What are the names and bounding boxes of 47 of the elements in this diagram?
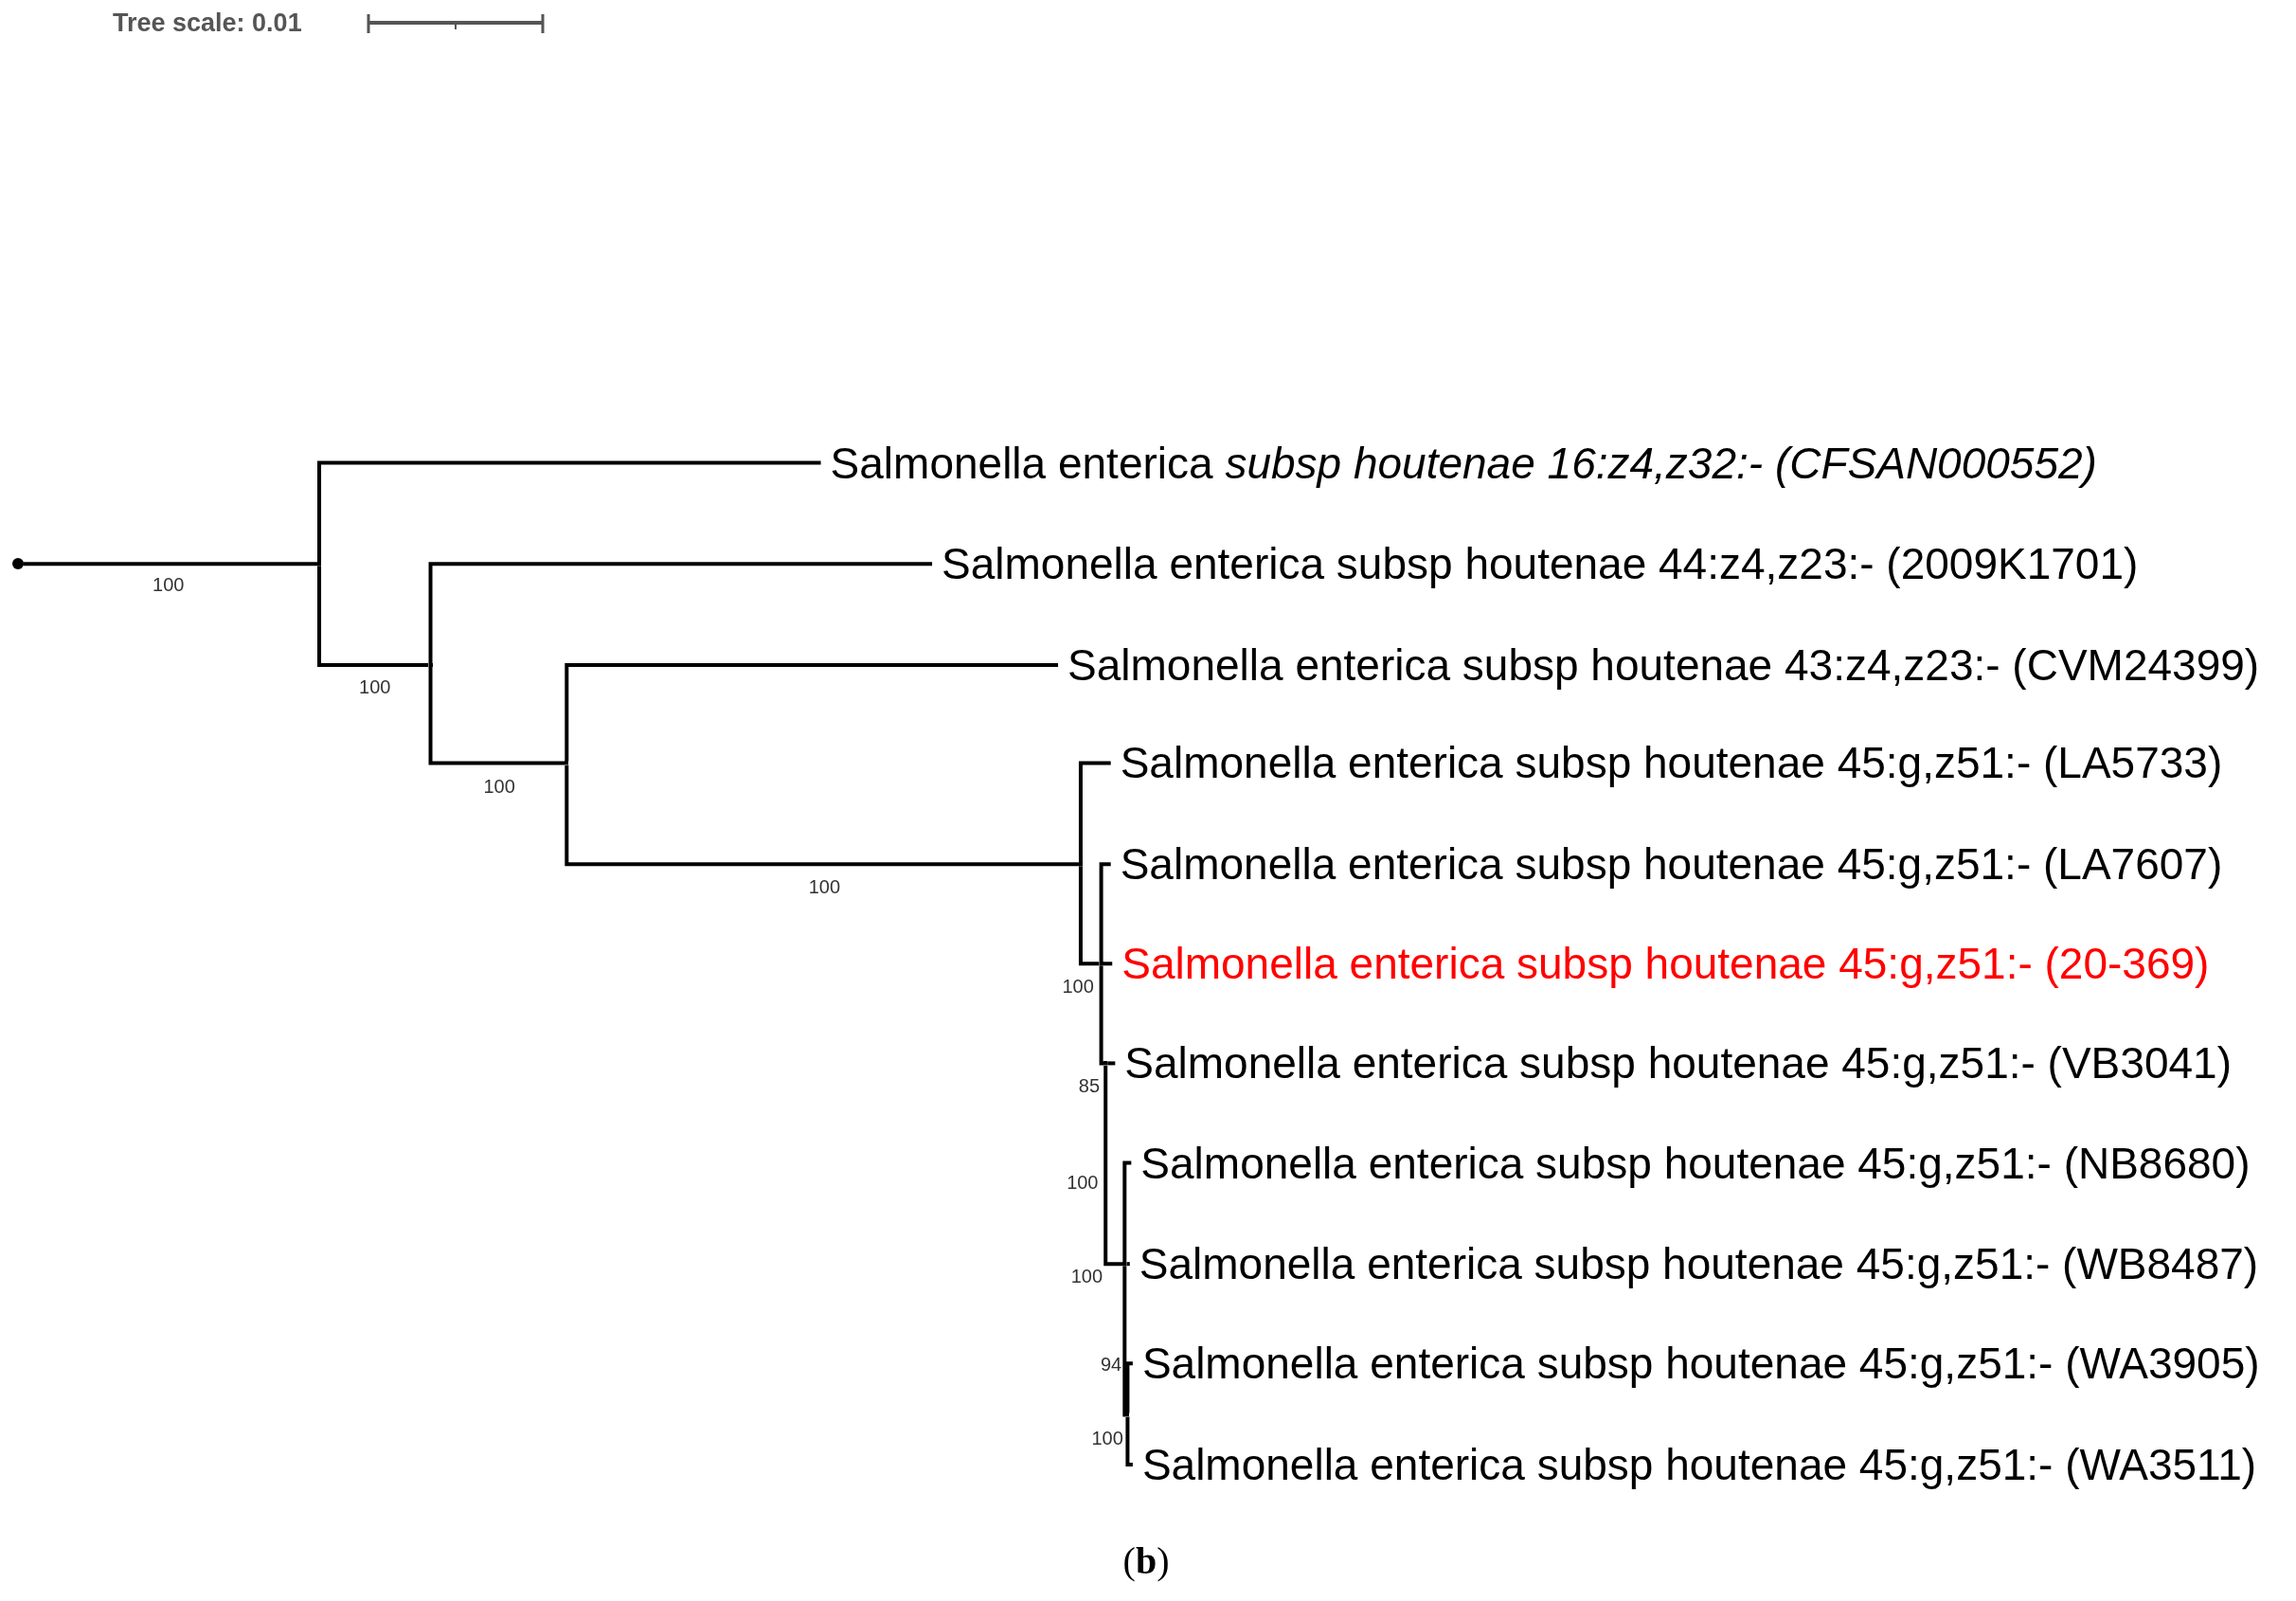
bootstrap-value: 100	[808, 875, 841, 897]
tree-branch	[428, 562, 933, 663]
tree-branch	[1078, 866, 1100, 966]
tree-branch	[1078, 761, 1111, 863]
taxon-label: Salmonella enterica subsp houtenae 45:g,z51:- (NB8680)	[1131, 1138, 2251, 1188]
tree-branch	[1099, 965, 1104, 1066]
scale-label: Tree scale: 0.01	[113, 8, 302, 38]
tree-branch	[317, 566, 429, 667]
bootstrap-value: 85	[1078, 1074, 1101, 1096]
bootstrap-value: 100	[1062, 975, 1094, 997]
taxon-label: Salmonella enterica subsp houtenae 45:g,z51:- (WB8487)	[1129, 1239, 2259, 1289]
bootstrap-value: 100	[152, 574, 185, 596]
taxon-label: Salmonella enterica subsp houtenae 45:g,z51:- (LA5733)	[1110, 738, 2223, 788]
taxon-label: Salmonella enterica subsp houtenae 45:g,z51:- (20-369)	[1112, 939, 2210, 989]
bootstrap-value: 100	[359, 676, 391, 698]
taxon-label: Salmonella enterica subsp houtenae 16:z4,z32:- (CFSAN000552)	[820, 438, 2097, 488]
branch-node	[1125, 1412, 1130, 1417]
caption: (b)	[1122, 1539, 1170, 1583]
tree-branch	[1107, 1061, 1116, 1066]
tree-branch	[1103, 962, 1113, 966]
tree-branch	[1122, 1266, 1128, 1417]
taxon-label: Salmonella enterica subsp houtenae 43:z4,z23:- (CVM24399)	[1058, 639, 2260, 690]
taxon-label: Salmonella enterica subsp houtenae 45:g,z51:- (VB3041)	[1115, 1038, 2232, 1088]
root-dot	[11, 558, 24, 570]
tree-branch	[317, 460, 821, 563]
tree-branch	[1125, 1361, 1133, 1413]
tree-branch	[1122, 1160, 1132, 1263]
tree-branch	[428, 666, 565, 765]
branch-node	[1078, 862, 1083, 867]
branch-node	[317, 562, 321, 567]
tree-branch	[565, 662, 1059, 762]
tree-branch	[1103, 1065, 1123, 1267]
taxon-label: Salmonella enterica subsp houtenae 45:g,z51:- (LA7607)	[1110, 839, 2223, 890]
bootstrap-value: 100	[1067, 1171, 1099, 1193]
bootstrap-value: 100	[1070, 1265, 1103, 1286]
tree-branch	[1126, 1262, 1130, 1267]
tree-branch	[1125, 1416, 1133, 1466]
branch-node	[1103, 1061, 1108, 1066]
tree-branch	[23, 562, 318, 567]
tree-branch	[1099, 862, 1111, 962]
bootstrap-value: 100	[1091, 1428, 1123, 1449]
taxon-label: Salmonella enterica subsp houtenae 45:g,z51:- (WA3511)	[1132, 1440, 2257, 1489]
taxon-label: Salmonella enterica subsp houtenae 45:g,z51:- (WA3905)	[1132, 1339, 2260, 1389]
bootstrap-value: 94	[1101, 1353, 1122, 1375]
bootstrap-value: 100	[483, 776, 515, 798]
tree-branch	[565, 765, 1079, 867]
taxon-label: Salmonella enterica subsp houtenae 44:z4,z23:- (2009K1701)	[932, 539, 2139, 589]
